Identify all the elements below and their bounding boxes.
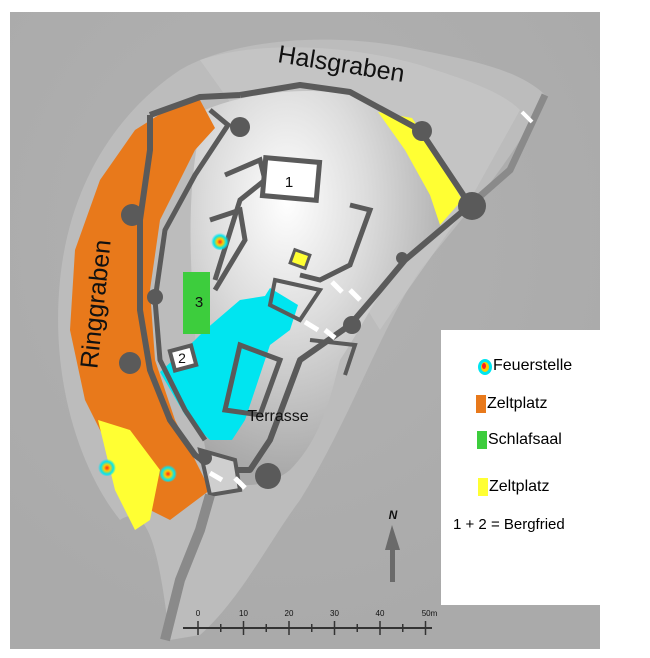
scale-tick-label: 50m xyxy=(422,609,438,618)
tent-area-yellow-south xyxy=(98,420,160,530)
scale-bar: 0 10 20 30 40 50m xyxy=(183,609,438,635)
legend-label-dormitory: Schlafsaal xyxy=(488,431,562,448)
scale-tick-label: 30 xyxy=(330,609,339,618)
wall-towers xyxy=(119,117,486,489)
label-building-3: 3 xyxy=(195,294,203,311)
fireplace-2 xyxy=(98,458,116,476)
dormitory-area xyxy=(183,272,210,334)
scale-tick-label: 40 xyxy=(376,609,385,618)
legend-item-tent-yellow: Zeltplatz xyxy=(478,474,549,500)
dormitory-swatch xyxy=(477,431,487,449)
legend: Feuerstelle Zeltplatz Schlafsaal Zeltpla… xyxy=(441,330,601,605)
fireplace-3 xyxy=(159,464,177,482)
label-building-2: 2 xyxy=(178,350,186,366)
legend-label-fireplace: Feuerstelle xyxy=(493,357,573,374)
terrace-area xyxy=(160,288,298,440)
legend-item-tent-orange: Zeltplatz xyxy=(476,391,547,417)
scale-tick-label: 10 xyxy=(239,609,248,618)
tent-area-yellow-east xyxy=(378,112,462,225)
legend-item-fireplace: Feuerstelle xyxy=(478,353,572,379)
fireplace-1 xyxy=(211,232,229,250)
svg-text:N: N xyxy=(389,508,398,522)
building-1 xyxy=(259,155,323,203)
tent-orange-swatch xyxy=(476,395,486,413)
scale-tick-label: 20 xyxy=(285,609,294,618)
building-2 xyxy=(167,343,199,373)
scale-tick-label: 0 xyxy=(196,609,201,618)
legend-formula: 1 + 2 = Bergfried xyxy=(453,516,565,533)
fireplace-icon xyxy=(478,357,492,375)
label-terrasse: Terrasse xyxy=(247,408,308,425)
north-arrow: N xyxy=(385,508,400,582)
legend-label-tent-orange: Zeltplatz xyxy=(487,395,548,412)
label-building-1: 1 xyxy=(285,174,293,191)
tent-yellow-swatch xyxy=(478,478,488,496)
legend-label-tent-yellow: Zeltplatz xyxy=(489,478,550,495)
legend-item-dormitory: Schlafsaal xyxy=(477,427,562,453)
